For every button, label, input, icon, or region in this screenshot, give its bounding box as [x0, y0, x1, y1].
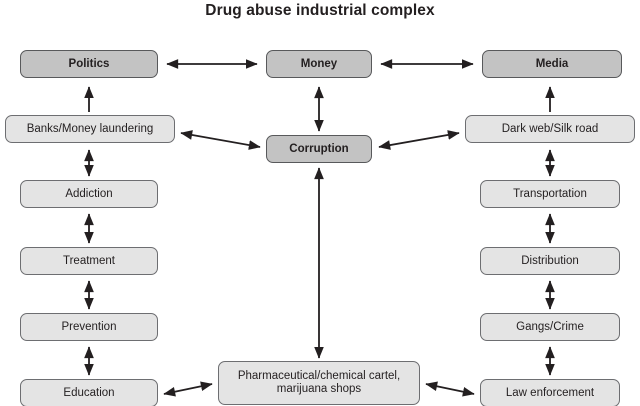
- arrow-pharma-lawenforcement: [425, 381, 475, 397]
- node-banks[interactable]: Banks/Money laundering: [5, 115, 175, 143]
- node-distribution-label: Distribution: [521, 254, 579, 267]
- node-media-label: Media: [535, 57, 569, 70]
- node-politics[interactable]: Politics: [20, 50, 158, 78]
- node-pharma-cartel-line1: Pharmaceutical/chemical cartel,: [237, 370, 401, 382]
- node-corruption-label: Corruption: [289, 142, 349, 155]
- page-title: Drug abuse industrial complex: [205, 2, 435, 19]
- node-gangs-crime-label: Gangs/Crime: [516, 320, 584, 333]
- node-banks-label: Banks/Money laundering: [26, 122, 154, 135]
- arrow-education-pharma: [163, 381, 213, 397]
- node-pharma-cartel-line2: marijuana shops: [276, 383, 362, 395]
- node-prevention-label: Prevention: [61, 320, 117, 333]
- node-distribution[interactable]: Distribution: [480, 247, 620, 275]
- node-treatment[interactable]: Treatment: [20, 247, 158, 275]
- node-money-label: Money: [300, 57, 338, 70]
- node-politics-label: Politics: [68, 57, 110, 70]
- node-education-label: Education: [63, 386, 115, 399]
- node-corruption[interactable]: Corruption: [266, 135, 372, 163]
- node-gangs-crime[interactable]: Gangs/Crime: [480, 313, 620, 341]
- node-transportation-label: Transportation: [513, 187, 587, 200]
- node-treatment-label: Treatment: [63, 254, 115, 267]
- node-addiction-label: Addiction: [65, 187, 113, 200]
- node-pharma-cartel[interactable]: Pharmaceutical/chemical cartel, marijuan…: [218, 361, 420, 405]
- node-pharma-cartel-label: Pharmaceutical/chemical cartel, marijuan…: [238, 370, 400, 396]
- node-addiction[interactable]: Addiction: [20, 180, 158, 208]
- node-transportation[interactable]: Transportation: [480, 180, 620, 208]
- node-education[interactable]: Education: [20, 379, 158, 406]
- node-media[interactable]: Media: [482, 50, 622, 78]
- arrow-corruption-darkweb: [378, 130, 460, 150]
- node-prevention[interactable]: Prevention: [20, 313, 158, 341]
- node-law-enforcement-label: Law enforcement: [505, 386, 595, 399]
- node-dark-web[interactable]: Dark web/Silk road: [465, 115, 635, 143]
- node-dark-web-label: Dark web/Silk road: [501, 122, 599, 135]
- arrow-banks-corruption: [180, 130, 261, 150]
- node-law-enforcement[interactable]: Law enforcement: [480, 379, 620, 406]
- node-money[interactable]: Money: [266, 50, 372, 78]
